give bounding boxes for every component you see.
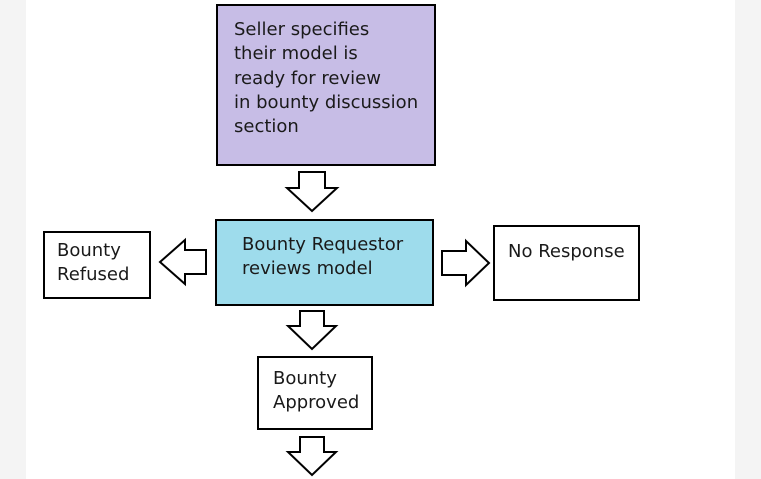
no-response-node: No Response (493, 225, 640, 301)
arrow-requestor-to-refused-icon (158, 237, 207, 287)
arrow-requestor-to-no-response-icon (441, 238, 491, 288)
seller-node-line-5: section (234, 116, 299, 138)
arrow-approved-onward-icon (285, 436, 339, 477)
refused-node-line-1: Bounty (57, 240, 121, 261)
requestor-node-line-2: reviews model (242, 258, 373, 280)
arrow-seller-to-requestor-icon (284, 171, 340, 213)
approved-node-line-1: Bounty (273, 368, 337, 389)
approved-node-line-2: Approved (273, 392, 360, 414)
left-margin-strip (0, 0, 26, 479)
no-response-node-line-1: No Response (508, 241, 625, 262)
seller-specifies-node: Seller specifies their model is ready fo… (216, 4, 436, 166)
bounty-refused-node: Bounty Refused (43, 231, 151, 299)
refused-node-line-2: Refused (57, 264, 130, 286)
requestor-reviews-node: Bounty Requestor reviews model (215, 219, 434, 306)
seller-node-line-3: ready for review (234, 67, 381, 89)
seller-node-line-2: their model is (234, 43, 358, 65)
right-margin-strip (735, 0, 761, 479)
seller-node-line-4: in bounty discussion (234, 91, 419, 113)
seller-node-line-1: Seller specifies (234, 19, 370, 40)
bounty-approved-node: Bounty Approved (257, 356, 373, 430)
arrow-requestor-to-approved-icon (285, 310, 339, 351)
requestor-node-line-1: Bounty Requestor (242, 234, 404, 255)
